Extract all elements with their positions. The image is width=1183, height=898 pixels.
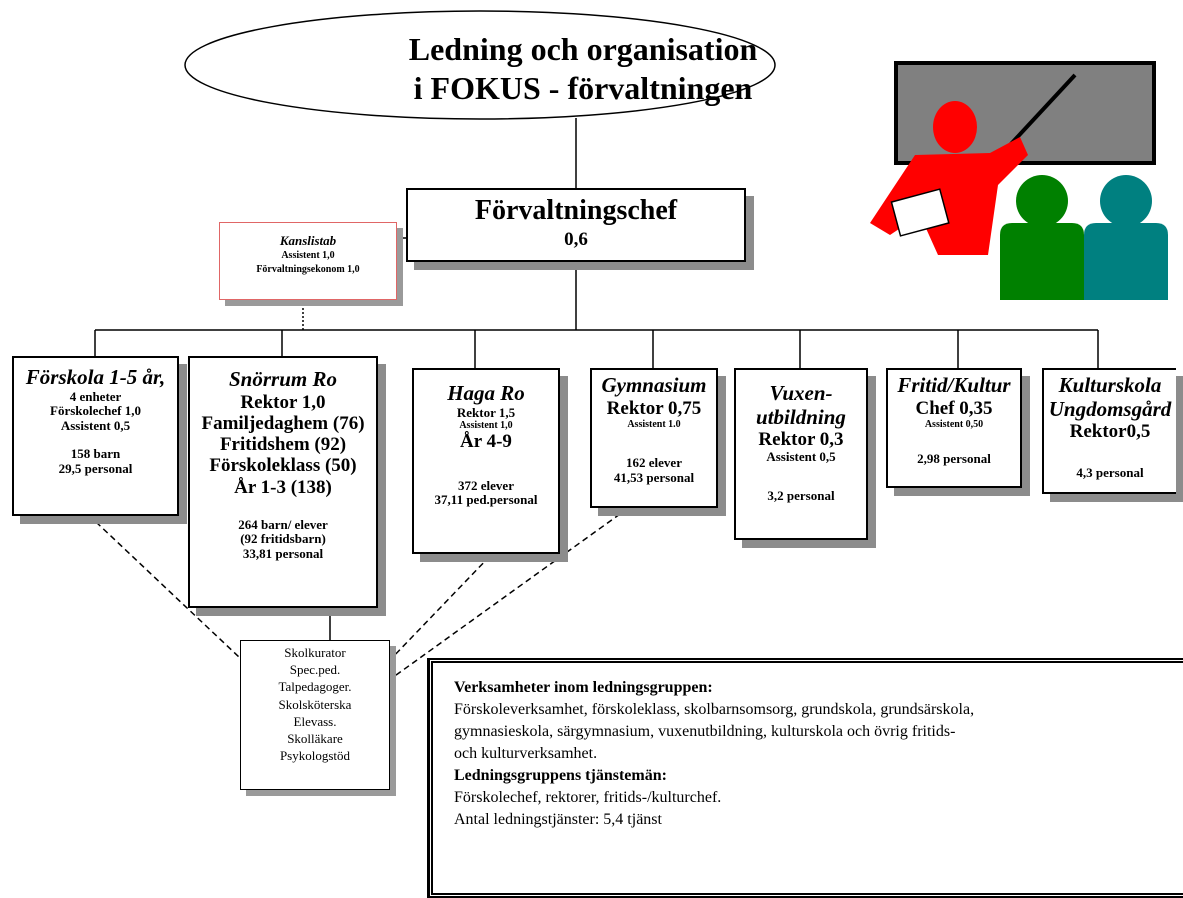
chief-title: Förvaltningschef: [474, 195, 678, 226]
chief-box: Förvaltningschef 0,6: [406, 188, 746, 262]
info-text: Förskolechef, rektorer, fritids-/kulturc…: [454, 789, 722, 806]
unit-stat: 158 barn: [70, 446, 121, 462]
unit-title: Vuxen-: [769, 381, 833, 405]
unit-line: Rektor 0,3: [758, 429, 844, 451]
staff-line-2: Förvaltningsekonom 1,0: [256, 264, 360, 275]
unit-stat: 29,5 personal: [58, 460, 133, 476]
unit-vuxenutbildning: Vuxen- utbildning Rektor 0,3 Assistent 0…: [734, 368, 868, 540]
unit-stat: 33,81 personal: [242, 545, 324, 561]
unit-line: Rektor 1,5: [456, 404, 516, 420]
unit-stat: 2,98 personal: [917, 450, 991, 466]
info-text: gymnasieskola, särgymnasium, vuxenutbild…: [454, 723, 956, 740]
presenter-icon: [870, 101, 1028, 255]
staff-box: Kanslistab Assistent 1,0 Förvaltningseko…: [219, 222, 397, 300]
unit-line: 4 enheter: [69, 388, 122, 404]
unit-gymnasium: Gymnasium Rektor 0,75 Assistent 1.0 162 …: [590, 368, 718, 508]
unit-line: Assistent 0,5: [766, 449, 836, 465]
unit-stat: 3,2 personal: [767, 487, 835, 503]
unit-line: Assistent 0,5: [60, 417, 131, 433]
unit-line: Assistent 1.0: [627, 418, 681, 430]
unit-line: Rektor0,5: [1069, 421, 1151, 443]
info-box: Verksamheter inom ledningsgruppen: Försk…: [428, 658, 1183, 898]
unit-stat: 4,3 personal: [1076, 465, 1144, 481]
support-services-box: Skolkurator Spec.ped. Talpedagoger. Skol…: [240, 640, 390, 790]
unit-stat: 264 barn/ elever: [238, 516, 328, 532]
unit-stat: (92 fritidsbarn): [240, 531, 326, 547]
support-item: Spec.ped.: [289, 662, 341, 678]
unit-title: Förskola 1-5 år,: [25, 365, 166, 389]
unit-title: Fritid/Kultur: [897, 373, 1011, 397]
title-line-2: i FOKUS - förvaltningen: [413, 70, 753, 106]
info-text: Antal ledningstjänster: 5,4 tjänst: [454, 811, 662, 828]
unit-haga: Haga Ro Rektor 1,5 Assistent 1,0 År 4-9 …: [412, 368, 560, 554]
info-text: Förskoleverksamhet, förskoleklass, skolb…: [454, 701, 975, 718]
unit-kulturskola: Kulturskola Ungdomsgård Rektor0,5 4,3 pe…: [1042, 368, 1176, 494]
unit-forskola: Förskola 1-5 år, 4 enheter Förskolechef …: [12, 356, 179, 516]
unit-stat: 372 elever: [458, 477, 514, 493]
unit-stat: 162 elever: [626, 454, 682, 470]
unit-stat: 41,53 personal: [613, 469, 695, 485]
presenter-clipart: [870, 61, 1168, 300]
support-item: Psykologstöd: [279, 748, 351, 764]
support-item: Elevass.: [293, 713, 337, 729]
info-text: och kulturverksamhet.: [454, 745, 598, 762]
unit-snorrum: Snörrum Ro Rektor 1,0 Familjedaghem (76)…: [188, 356, 378, 608]
unit-line: Familjedaghem (76): [201, 412, 365, 434]
unit-line: År 1-3 (138): [234, 476, 332, 498]
support-item: Skolsköterska: [278, 696, 352, 712]
unit-stat: 37,11 ped.personal: [434, 492, 538, 508]
unit-line: Assistent 0,50: [924, 418, 984, 430]
unit-line: Fritidshem (92): [219, 434, 347, 456]
unit-line: Förskolechef 1,0: [50, 403, 141, 419]
unit-title: utbildning: [756, 404, 846, 429]
unit-line: Rektor 1,0: [240, 391, 326, 413]
unit-title: Kulturskola: [1058, 373, 1162, 397]
support-item: Skolkurator: [284, 645, 346, 660]
person-icon: [1084, 175, 1168, 300]
unit-fritid-kultur: Fritid/Kultur Chef 0,35 Assistent 0,50 2…: [886, 368, 1022, 488]
page-title: Ledning och organisation i FOKUS - förva…: [300, 30, 866, 108]
title-ellipse: [184, 10, 776, 120]
info-heading: Verksamheter inom ledningsgruppen:: [454, 679, 713, 696]
person-icon: [1000, 175, 1084, 300]
unit-line: Rektor 0,75: [606, 397, 702, 419]
info-heading: Ledningsgruppens tjänstemän:: [454, 767, 667, 784]
unit-title: Ungdomsgård: [1048, 396, 1172, 421]
support-item: Skolläkare: [287, 731, 343, 747]
title-line-1: Ledning och organisation: [408, 31, 758, 67]
unit-line: Assistent 1,0: [459, 420, 513, 432]
unit-title: Haga Ro: [447, 381, 525, 405]
chief-value: 0,6: [564, 229, 588, 250]
unit-line: Förskoleklass (50): [209, 455, 357, 477]
staff-title: Kanslistab: [279, 233, 337, 248]
unit-title: Gymnasium: [601, 373, 707, 397]
unit-line: Chef 0,35: [915, 397, 993, 419]
unit-title: Snörrum Ro: [229, 367, 337, 391]
unit-line: År 4-9: [460, 431, 512, 453]
support-item: Talpedagoger.: [278, 679, 352, 695]
connector-lines: [94, 118, 1099, 679]
staff-line-1: Assistent 1,0: [281, 250, 335, 261]
